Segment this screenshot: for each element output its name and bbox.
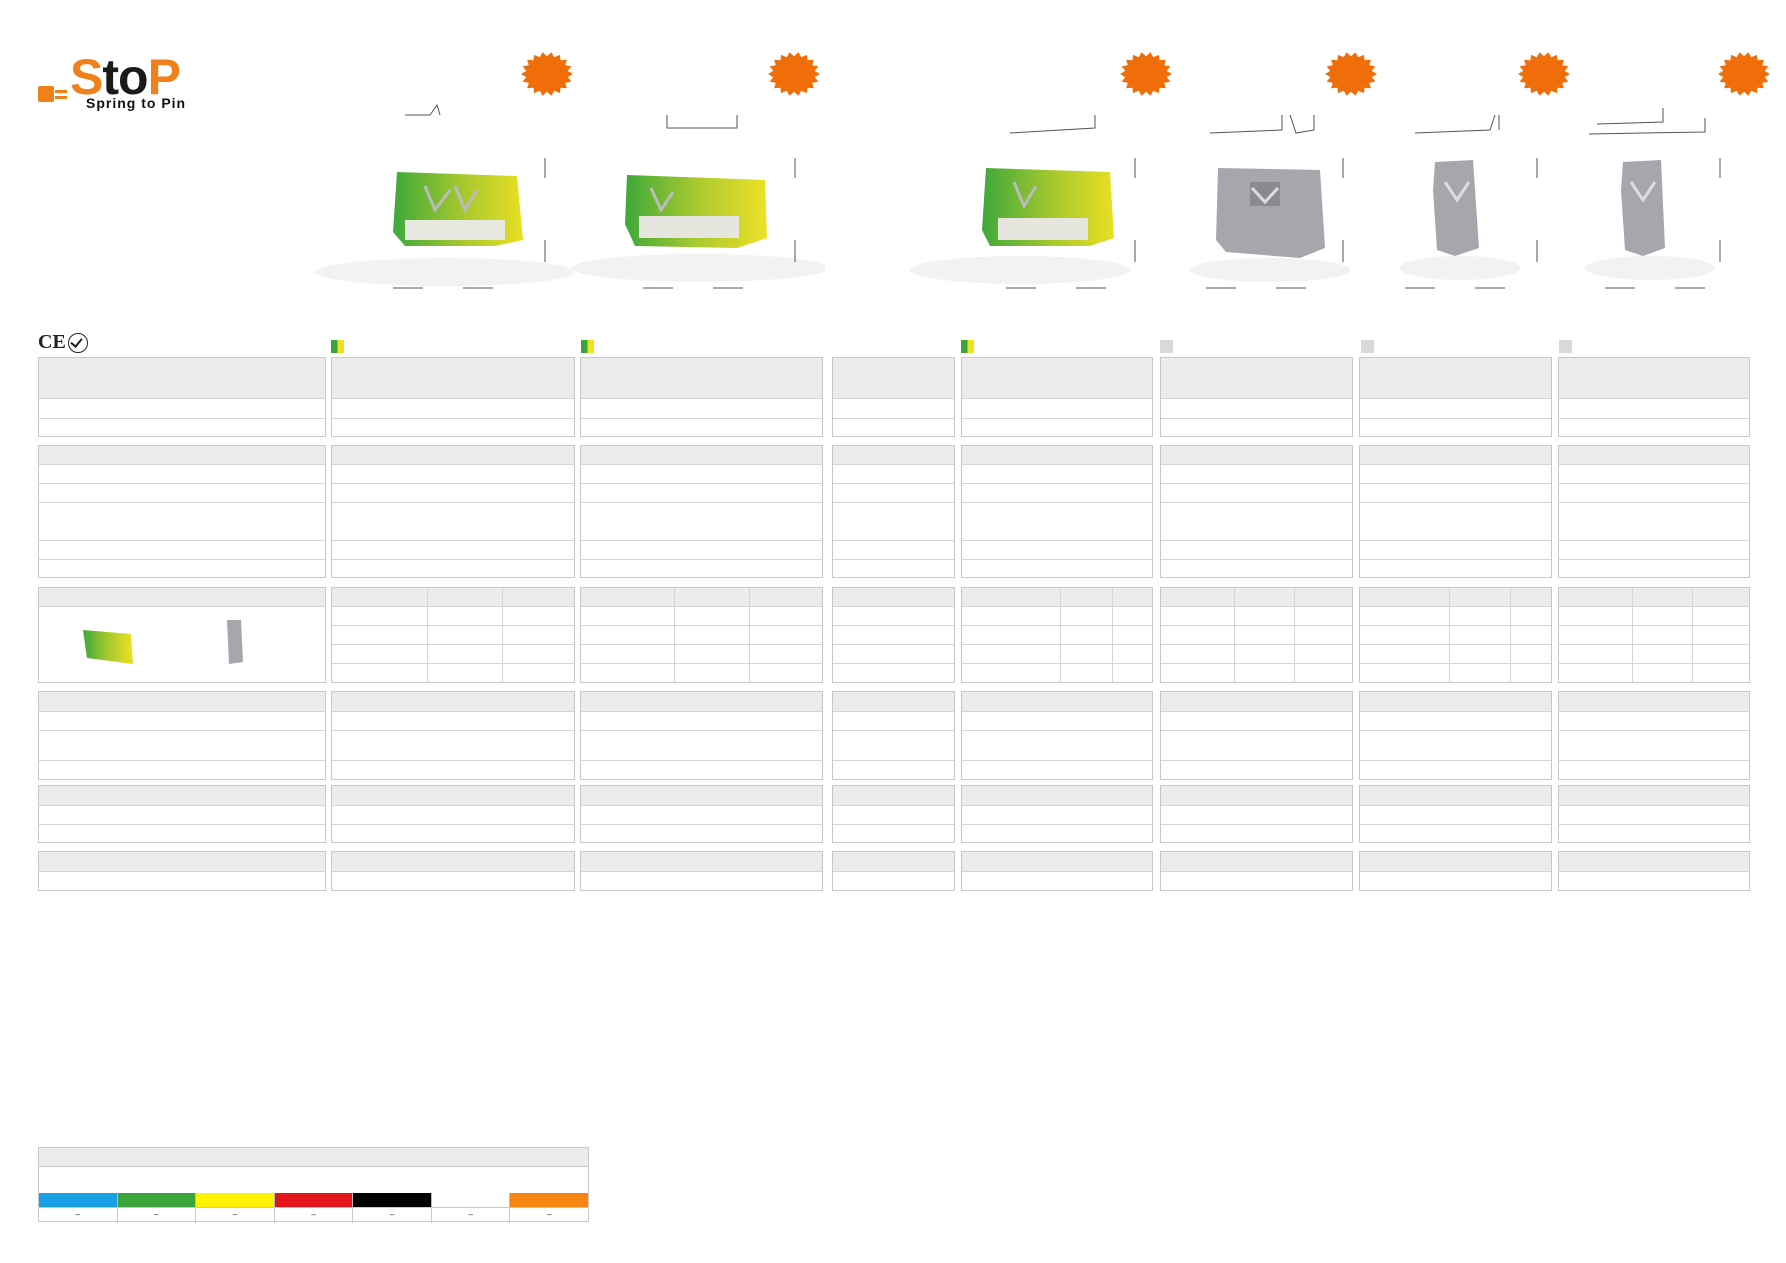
product-image-earth-block-1 — [305, 100, 575, 290]
product-image-grey-block-1 — [1190, 100, 1360, 290]
approval-check-icon — [68, 333, 88, 353]
legend-header — [39, 1148, 588, 1167]
spec-block — [1558, 587, 1750, 683]
spec-block — [832, 851, 955, 891]
legend-color-swatch — [196, 1193, 275, 1207]
spec-block — [331, 691, 575, 780]
spec-block — [961, 587, 1153, 683]
spec-block — [38, 851, 326, 891]
color-swatch-grey — [1559, 340, 1572, 353]
product-image-grey-block-2 — [1395, 100, 1555, 290]
spec-block — [832, 445, 955, 578]
spec-block — [1558, 785, 1750, 843]
spec-block — [580, 851, 823, 891]
legend-color-swatch — [274, 1193, 354, 1207]
spec-block — [1359, 691, 1552, 780]
legend-codes: ––––––– — [39, 1207, 588, 1223]
new-badge-icon — [1518, 52, 1570, 96]
spec-block — [961, 691, 1153, 780]
spec-block — [1160, 357, 1353, 437]
spec-block — [832, 587, 955, 683]
ce-mark-icon: CE — [38, 331, 66, 353]
legend-code: – — [196, 1208, 275, 1223]
spec-block — [961, 357, 1153, 437]
spec-block — [1160, 851, 1353, 891]
legend-color-swatch — [117, 1193, 197, 1207]
spec-block — [38, 445, 326, 578]
spec-block — [38, 587, 326, 683]
spec-block — [832, 785, 955, 843]
legend-code: – — [118, 1208, 197, 1223]
legend-code: – — [275, 1208, 354, 1223]
legend-code: – — [547, 1210, 552, 1219]
color-swatch-green-yellow — [331, 340, 344, 353]
spec-block — [832, 357, 955, 437]
spec-block — [961, 445, 1153, 578]
spec-block — [38, 357, 326, 437]
new-badge-icon — [1718, 52, 1770, 96]
spec-block — [580, 445, 823, 578]
spec-block — [331, 357, 575, 437]
color-swatch-green-yellow — [581, 340, 594, 353]
spec-block — [1160, 785, 1353, 843]
spec-block — [1359, 587, 1552, 683]
spec-block — [1558, 691, 1750, 780]
spec-block — [1160, 587, 1353, 683]
new-badge-icon — [521, 52, 573, 96]
new-badge-icon — [768, 52, 820, 96]
spec-block — [1359, 785, 1552, 843]
spec-block — [1160, 445, 1353, 578]
product-image-earth-block-2 — [555, 100, 825, 290]
end-plate-green-yellow-image — [81, 624, 141, 673]
spec-block — [331, 587, 575, 683]
brand-tagline: Spring to Pin — [86, 95, 187, 111]
spec-block — [961, 851, 1153, 891]
legend-code: – — [353, 1208, 432, 1223]
end-plate-grey-image — [223, 618, 247, 671]
spec-block — [38, 691, 326, 780]
legend-code: – — [39, 1208, 118, 1223]
spec-block — [1160, 691, 1353, 780]
spec-block — [331, 445, 575, 578]
spec-block — [961, 785, 1153, 843]
spec-block — [1359, 851, 1552, 891]
new-badge-icon — [1325, 52, 1377, 96]
spec-block — [1359, 445, 1552, 578]
legend-color-swatch — [353, 1193, 432, 1207]
spec-block — [1359, 357, 1552, 437]
spec-block — [580, 587, 823, 683]
legend-color-swatch — [431, 1193, 511, 1207]
spec-block — [832, 691, 955, 780]
spec-block — [331, 851, 575, 891]
color-swatch-grey — [1361, 340, 1374, 353]
new-badge-icon — [1120, 52, 1172, 96]
color-legend: ––––––– — [38, 1147, 589, 1223]
spec-block — [580, 691, 823, 780]
legend-code: – — [432, 1208, 511, 1223]
stop-logo: StoP Spring to Pin — [38, 49, 218, 114]
spec-block — [580, 785, 823, 843]
spec-block — [1558, 851, 1750, 891]
product-image-grey-block-3 — [1585, 100, 1755, 290]
spec-block — [38, 785, 326, 843]
spec-block — [1558, 445, 1750, 578]
product-image-earth-block-3 — [910, 100, 1140, 290]
legend-color-swatch — [510, 1193, 589, 1207]
color-swatch-grey — [1160, 340, 1173, 353]
plug-icon — [38, 82, 72, 104]
legend-color-bar — [39, 1193, 589, 1207]
brand-wordmark: StoP — [70, 49, 181, 105]
legend-color-swatch — [39, 1193, 118, 1207]
spec-block — [1558, 357, 1750, 437]
spec-block — [331, 785, 575, 843]
spec-block — [580, 357, 823, 437]
color-swatch-green-yellow — [961, 340, 974, 353]
